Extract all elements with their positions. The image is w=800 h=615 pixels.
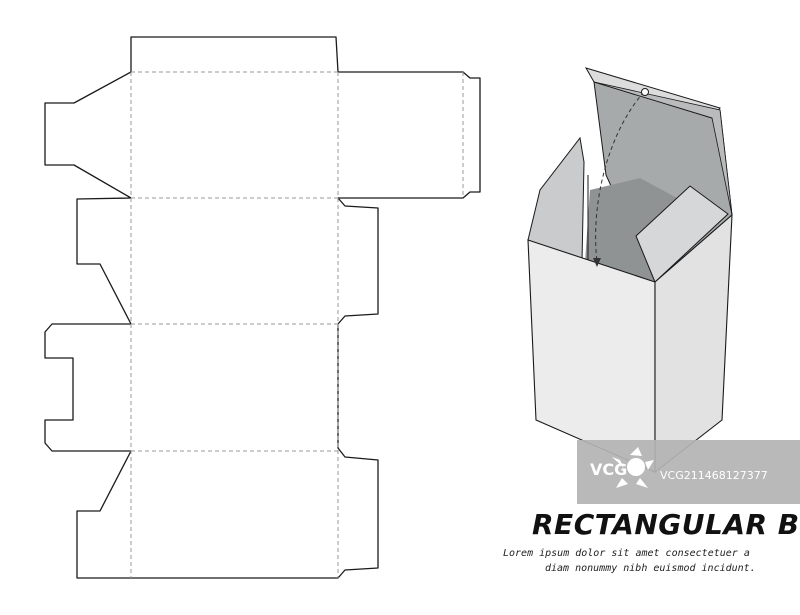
watermark-logo-text: VCG (590, 460, 628, 479)
box-closing-arrowhead (593, 258, 601, 267)
box-right-face (654, 213, 733, 474)
subtitle-line-2: diam nonummy nibh euismod incidunt. (545, 563, 756, 574)
subtitle-line-1: Lorem ipsum dolor sit amet consectetuer … (503, 548, 750, 559)
box-closing-arrow (595, 91, 645, 263)
dieline-fold-lines (130, 71, 464, 578)
box-3d-illustration (527, 67, 733, 474)
dieline-template (44, 36, 481, 579)
watermark-id: VCG211468127377 (660, 469, 768, 482)
diagram-title: RECTANGULAR BO (532, 508, 800, 541)
dieline-cut-outline (44, 36, 481, 579)
watermark-logo-icon (612, 447, 654, 488)
watermark (577, 440, 800, 504)
box-right-dust-flap (635, 185, 729, 283)
watermark-banner (577, 440, 800, 504)
box-lid-hole (641, 88, 649, 96)
